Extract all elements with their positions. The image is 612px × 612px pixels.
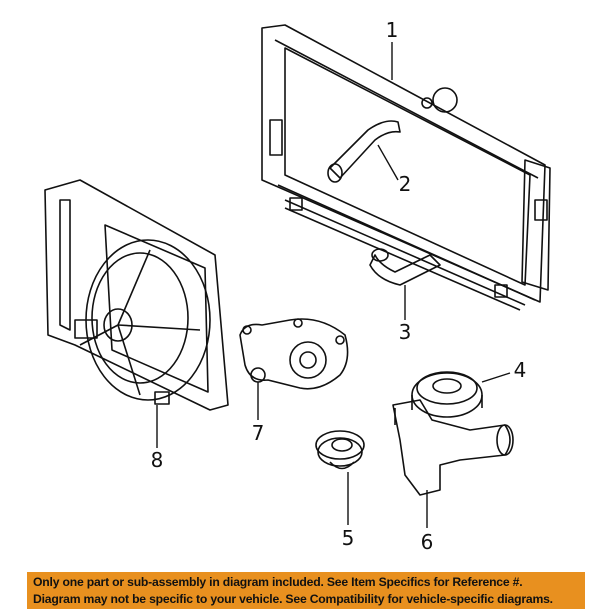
reservoir-cap	[411, 371, 483, 418]
callout-4: 4	[513, 358, 527, 382]
lower-hose	[369, 248, 441, 286]
callout-5: 5	[341, 526, 355, 550]
water-pump	[239, 318, 349, 390]
disclaimer-line-2: Diagram may not be specific to your vehi…	[33, 592, 553, 606]
disclaimer-line-1: Only one part or sub-assembly in diagram…	[33, 575, 523, 589]
callout-2: 2	[398, 172, 412, 196]
callout-leaders	[156, 42, 511, 528]
callout-8: 8	[150, 448, 164, 472]
upper-hose	[327, 120, 401, 183]
radiator	[261, 24, 551, 311]
thermostat	[315, 430, 365, 470]
callout-7: 7	[251, 421, 265, 445]
fan-assembly	[44, 179, 229, 411]
callout-3: 3	[398, 320, 412, 344]
thermostat-housing	[392, 399, 514, 496]
disclaimer-banner: Only one part or sub-assembly in diagram…	[27, 572, 585, 609]
callout-6: 6	[420, 530, 434, 554]
callout-1: 1	[385, 18, 399, 42]
